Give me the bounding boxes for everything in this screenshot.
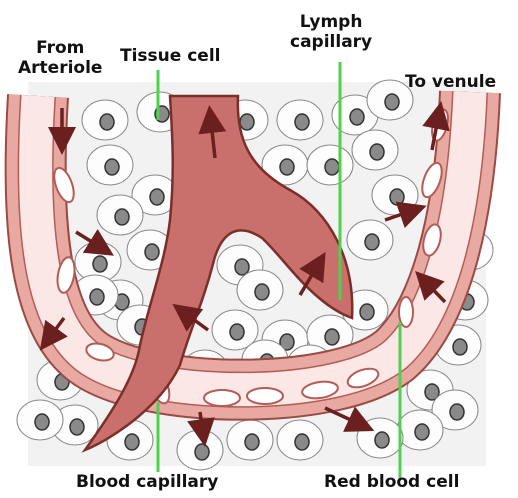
cell-nucleus <box>240 114 254 130</box>
label-blood-capillary: Blood capillary <box>76 472 218 492</box>
cell-nucleus <box>115 209 129 225</box>
label-lymph-line1: Lymph <box>290 12 372 32</box>
label-from-arteriole-line2: Arteriole <box>18 58 102 78</box>
cell-nucleus <box>325 329 339 345</box>
cell-nucleus <box>365 234 379 250</box>
cell-nucleus <box>280 159 294 175</box>
cell-nucleus <box>350 109 364 125</box>
cell-nucleus <box>390 189 404 205</box>
label-tissue-cell: Tissue cell <box>120 46 220 66</box>
label-to-venule: To venule <box>405 72 496 92</box>
cell-nucleus <box>150 189 164 205</box>
cell-nucleus <box>360 304 374 320</box>
cell-nucleus <box>370 144 384 160</box>
cell-nucleus <box>35 414 49 430</box>
label-from-arteriole-line1: From <box>18 38 102 58</box>
cell-nucleus <box>325 159 339 175</box>
cell-nucleus <box>255 284 269 300</box>
cell-nucleus <box>230 324 244 340</box>
cell-nucleus <box>100 114 114 130</box>
cell-nucleus <box>235 259 249 275</box>
cell-nucleus <box>245 434 259 450</box>
cell-nucleus <box>385 94 399 110</box>
cell-nucleus <box>125 434 139 450</box>
label-lymph-capillary: Lymph capillary <box>290 12 372 52</box>
cell-nucleus <box>453 339 467 355</box>
cell-nucleus <box>195 444 209 460</box>
cell-nucleus <box>450 404 464 420</box>
cell-nucleus <box>145 244 159 260</box>
label-from-arteriole: From Arteriole <box>18 38 102 78</box>
label-red-blood-cell: Red blood cell <box>324 472 459 492</box>
cell-nucleus <box>295 434 309 450</box>
cell-nucleus <box>295 114 309 130</box>
cell-nucleus <box>70 419 84 435</box>
label-lymph-line2: capillary <box>290 32 372 52</box>
cell-nucleus <box>93 256 107 272</box>
cell-nucleus <box>105 159 119 175</box>
cell-nucleus <box>415 424 429 440</box>
cell-nucleus <box>375 432 389 448</box>
cell-nucleus <box>90 289 104 305</box>
